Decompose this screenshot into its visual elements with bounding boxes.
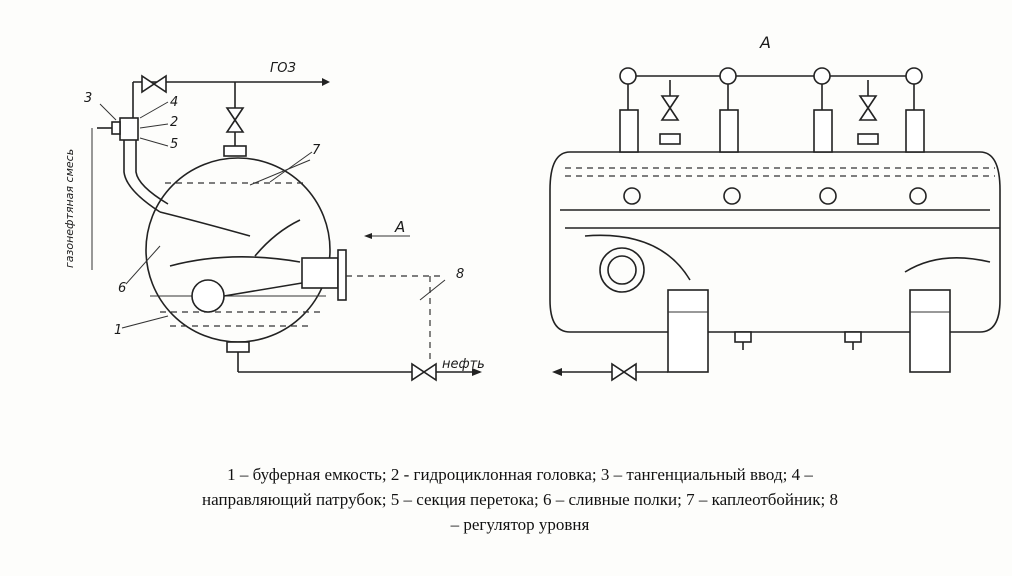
callout-5: 5 xyxy=(170,137,179,152)
callout-2: 2 xyxy=(170,115,179,130)
outlet-valve-icon xyxy=(611,362,637,382)
figure-caption: 1 – буферная емкость; 2 - гидроциклонная… xyxy=(60,462,980,537)
level-regulator-right xyxy=(909,289,951,373)
caption-line-2: направляющий патрубок; 5 – секция перето… xyxy=(202,490,838,509)
inlet-mixture-label: газонефтяная смесь xyxy=(63,148,76,268)
riser-1 xyxy=(619,67,639,153)
callout-7: 7 xyxy=(312,143,321,158)
caption-line-3: – регулятор уровня xyxy=(450,515,590,534)
top-nozzle xyxy=(223,145,247,157)
hydrocyclone-head xyxy=(119,117,139,141)
left-sectional-view xyxy=(91,74,482,382)
view-arrow-label: А xyxy=(395,218,406,236)
gas-valve-icon xyxy=(141,74,167,94)
caption-line-1: 1 – буферная емкость; 2 - гидроциклонная… xyxy=(227,465,813,484)
guiding-pipe xyxy=(123,140,161,213)
riser-3 xyxy=(813,67,833,153)
oil-label: нефть xyxy=(442,357,485,372)
view-title: А xyxy=(760,33,771,52)
gas-outlet-label: ГОЗ xyxy=(270,61,296,76)
callout-6: 6 xyxy=(118,281,127,296)
callout-8: 8 xyxy=(456,267,465,282)
top-valve-icon xyxy=(225,107,245,133)
right-side-view xyxy=(549,67,1001,382)
buffer-vessel xyxy=(145,157,331,343)
drain-shelf-1 xyxy=(159,211,251,237)
callout-1: 1 xyxy=(114,323,123,338)
side-outlet xyxy=(301,257,339,289)
horizontal-vessel xyxy=(549,151,1001,333)
oil-valve-icon xyxy=(411,362,437,382)
top-valve-right-icon xyxy=(857,80,879,145)
riser-4 xyxy=(905,67,925,153)
callout-3: 3 xyxy=(84,91,93,106)
float-ball xyxy=(191,279,225,313)
riser-2 xyxy=(719,67,739,153)
callout-4: 4 xyxy=(170,95,179,110)
top-valve-left-icon xyxy=(659,80,681,145)
drain-shelf-2 xyxy=(169,256,301,267)
level-regulator-left xyxy=(667,289,709,373)
manhole xyxy=(599,247,645,293)
